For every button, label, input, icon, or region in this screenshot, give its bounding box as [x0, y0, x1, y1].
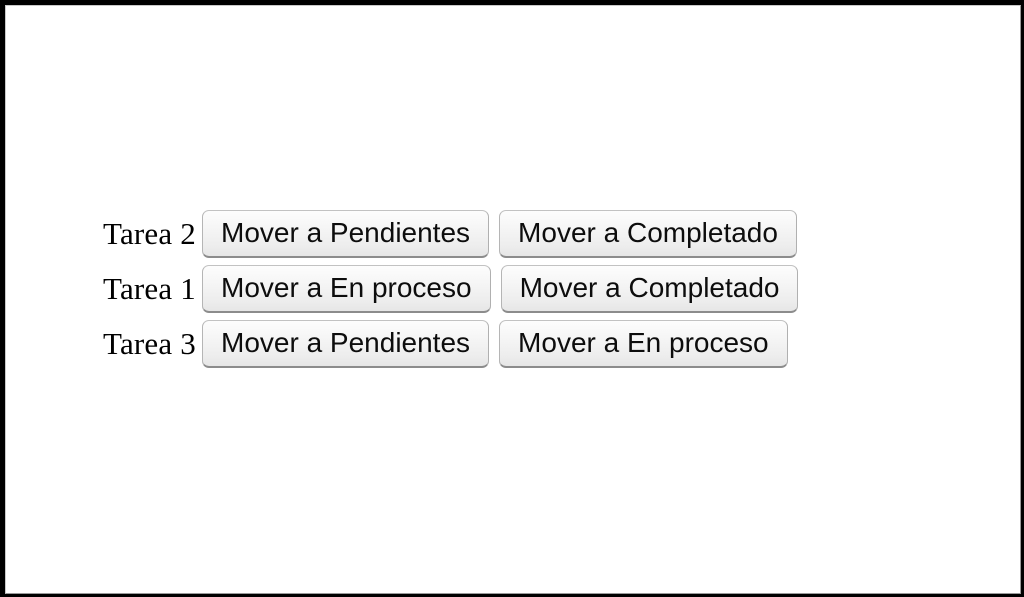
move-task-button[interactable]: Mover a Pendientes — [202, 319, 490, 368]
move-task-button[interactable]: Mover a En proceso — [202, 264, 491, 313]
task-row-actions: Mover a Pendientes Mover a Completado — [202, 209, 797, 258]
task-label: Tarea 3 — [102, 326, 196, 361]
task-row: Tarea 3 Mover a Pendientes Mover a En pr… — [6, 316, 1020, 371]
task-list: Tarea 2 Mover a Pendientes Mover a Compl… — [6, 206, 1020, 371]
task-row: Tarea 1 Mover a En proceso Mover a Compl… — [6, 261, 1020, 316]
task-row-actions: Mover a Pendientes Mover a En proceso — [202, 319, 788, 368]
move-task-button[interactable]: Mover a Completado — [499, 209, 797, 258]
task-row: Tarea 2 Mover a Pendientes Mover a Compl… — [6, 206, 1020, 261]
task-row-actions: Mover a En proceso Mover a Completado — [202, 264, 799, 313]
task-label: Tarea 1 — [102, 271, 196, 306]
task-label: Tarea 2 — [102, 216, 196, 251]
move-task-button[interactable]: Mover a Pendientes — [202, 209, 490, 258]
page-content: Tarea 2 Mover a Pendientes Mover a Compl… — [5, 5, 1021, 594]
move-task-button[interactable]: Mover a Completado — [500, 264, 799, 313]
move-task-button[interactable]: Mover a En proceso — [499, 319, 788, 368]
